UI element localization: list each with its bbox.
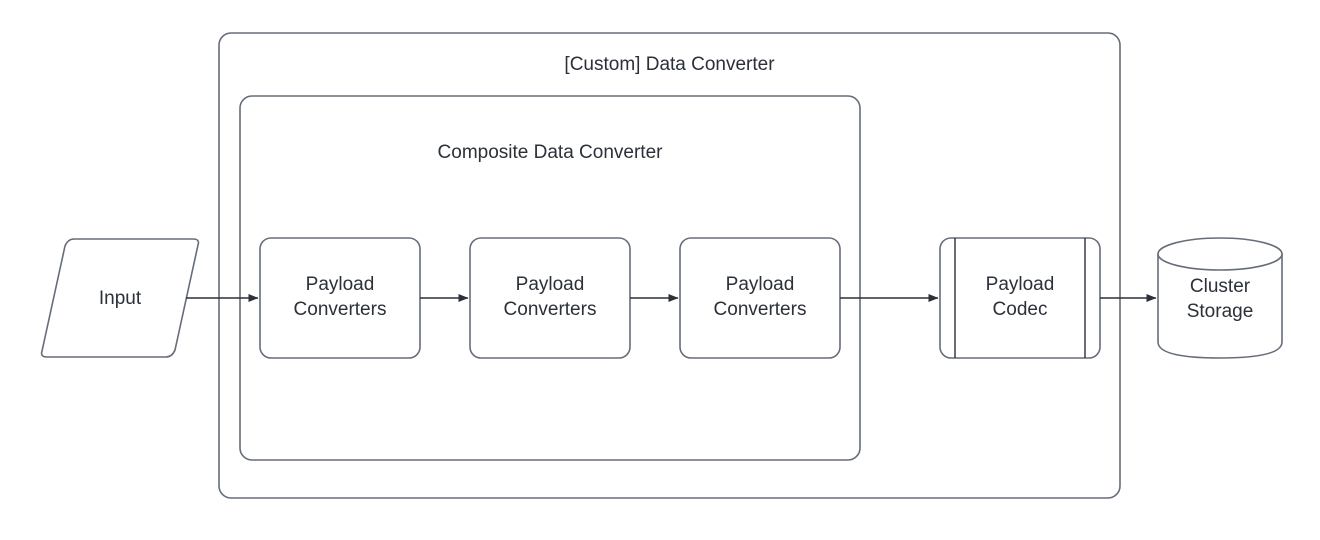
node-payload-converters-3-shape[interactable] [679,237,841,359]
node-cluster-storage-shape[interactable] [1157,237,1283,359]
node-payload-codec-shape[interactable] [939,237,1101,359]
node-payload-converters-2-shape[interactable] [469,237,631,359]
node-payload-converters-1-shape[interactable] [259,237,421,359]
node-input-shape[interactable] [40,238,200,358]
